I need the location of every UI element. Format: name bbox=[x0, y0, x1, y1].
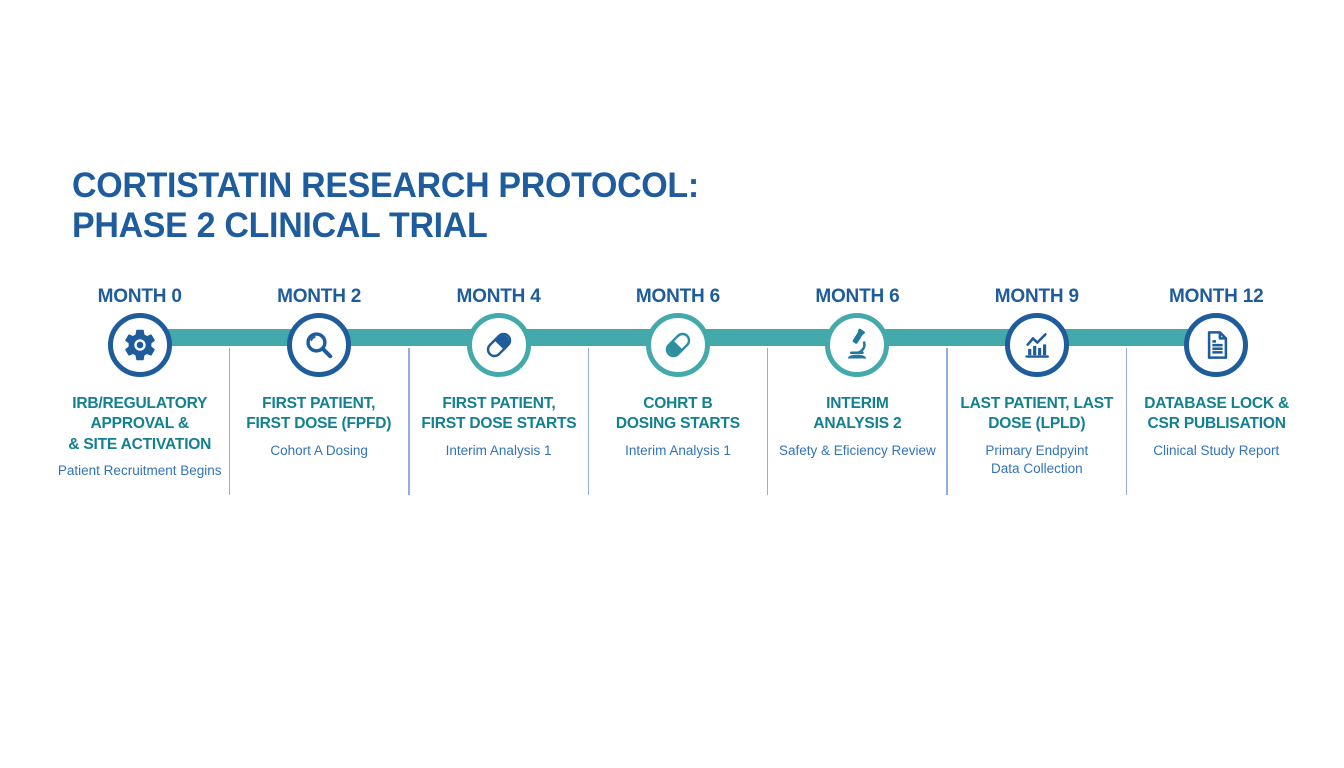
milestone-title: FIRST PATIENT, FIRST DOSE (FPFD) bbox=[246, 395, 392, 433]
month-label: MONTH 9 bbox=[994, 286, 1079, 307]
milestone-circle bbox=[1004, 313, 1069, 377]
milestone-subtitle: Primary Endpyint Data Collection bbox=[985, 442, 1089, 476]
month-label: MONTH 12 bbox=[1169, 286, 1264, 307]
milestone-title: INTERIM ANALYSIS 2 bbox=[813, 395, 902, 433]
page-title: CORTISTATIN RESEARCH PROTOCOL: PHASE 2 C… bbox=[72, 166, 699, 246]
milestone-subtitle: Clinical Study Report bbox=[1153, 442, 1280, 458]
milestone-circle bbox=[825, 313, 890, 377]
magnifier-icon bbox=[301, 327, 337, 363]
milestone-title: FIRST PATIENT, FIRST DOSE STARTS bbox=[421, 395, 577, 433]
capsule-blue-icon bbox=[481, 327, 517, 363]
month-label: MONTH 6 bbox=[635, 286, 721, 307]
gear-icon bbox=[121, 326, 159, 364]
milestone-circle bbox=[466, 313, 531, 377]
document-icon bbox=[1198, 327, 1234, 363]
milestone-5: MONTH 9 LAST PATIENT, LAST DOSE (LPLD) Pri… bbox=[947, 286, 1128, 496]
milestone-subtitle: Cohort A Dosing bbox=[270, 442, 368, 458]
page-title-line1: CORTISTATIN RESEARCH PROTOCOL: bbox=[72, 166, 699, 205]
milestone-title: COHRT B DOSING STARTS bbox=[615, 395, 740, 433]
microscope-icon bbox=[839, 327, 875, 363]
milestone-circle bbox=[287, 313, 352, 377]
page-title-line2: PHASE 2 CLINICAL TRIAL bbox=[72, 206, 488, 245]
milestone-0: MONTH 0 IRB/REGULATORY APPROVAL & & SITE … bbox=[50, 286, 231, 496]
milestone-3: MONTH 6 COHRT B DOSING STARTS Interim Anal… bbox=[588, 286, 769, 496]
chart-icon bbox=[1019, 327, 1055, 363]
month-label: MONTH 2 bbox=[277, 286, 362, 307]
milestone-circle bbox=[645, 313, 710, 377]
milestone-6: MONTH 12 DATABASE LOCK & CSR PUBLISATION C… bbox=[1127, 286, 1306, 480]
milestone-title: IRB/REGULATORY APPROVAL & & SITE ACTIVAT… bbox=[68, 395, 212, 453]
milestone-title: DATABASE LOCK & CSR PUBLISATION bbox=[1143, 395, 1289, 433]
month-label: MONTH 6 bbox=[815, 286, 900, 307]
milestone-subtitle: Safety & Eficiency Review bbox=[778, 442, 936, 458]
milestone-subtitle: Interim Analysis 1 bbox=[445, 442, 552, 458]
milestone-4: MONTH 6 INTERIM ANALYSIS 2 Safety & Eficie… bbox=[768, 286, 949, 496]
milestone-circle bbox=[1184, 313, 1249, 377]
month-label: MONTH 4 bbox=[456, 286, 541, 307]
timeline: MONTH 0 IRB/REGULATORY APPROVAL & & SITE … bbox=[50, 286, 1306, 496]
milestone-subtitle: Interim Analysis 1 bbox=[625, 442, 731, 458]
month-label: MONTH 0 bbox=[97, 286, 182, 307]
capsule-teal-icon bbox=[660, 327, 696, 363]
milestone-subtitle: Patient Recruitment Begins bbox=[57, 463, 222, 479]
milestone-2: MONTH 4 FIRST PATIENT, FIRST DOSE STARTS I… bbox=[409, 286, 590, 496]
milestone-circle bbox=[107, 313, 172, 377]
milestone-title: LAST PATIENT, LAST DOSE (LPLD) bbox=[960, 395, 1114, 433]
milestone-1: MONTH 2 FIRST PATIENT, FIRST DOSE (FPFD) C… bbox=[229, 286, 411, 496]
